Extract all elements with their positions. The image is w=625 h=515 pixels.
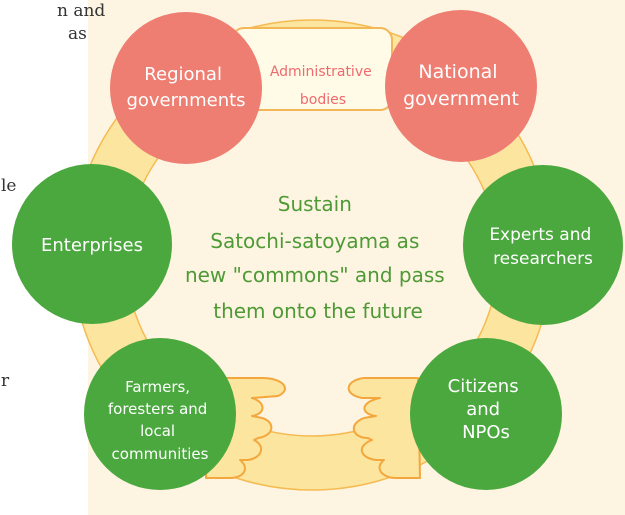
farmers-foresters-circle — [84, 338, 236, 490]
regional-governments-circle — [110, 12, 262, 164]
administrative-bodies-label: Administrative bodies — [270, 64, 376, 108]
experts-researchers-label: Experts and researchers — [489, 225, 596, 269]
side-text-line-3: le — [1, 176, 17, 196]
citizens-npos-circle — [410, 338, 562, 490]
center-message: Sustain Satochi-satoyama as new "commons… — [185, 192, 451, 323]
farmers-foresters-label: Farmers, foresters and local communities — [108, 378, 212, 463]
regional-governments-label: Regional governments — [126, 64, 245, 111]
side-text-line-2: as — [68, 24, 87, 44]
side-text-line-1: n and — [57, 1, 105, 21]
experts-researchers-circle — [463, 165, 623, 325]
side-text-line-4: r — [1, 371, 10, 391]
right-hand — [347, 377, 421, 479]
national-government-circle — [385, 10, 537, 162]
enterprises-circle — [12, 164, 172, 324]
national-government-label: National government — [403, 61, 519, 110]
citizens-npos-label: Citizens and NPOs — [448, 376, 525, 443]
enterprises-label: Enterprises — [41, 235, 143, 256]
